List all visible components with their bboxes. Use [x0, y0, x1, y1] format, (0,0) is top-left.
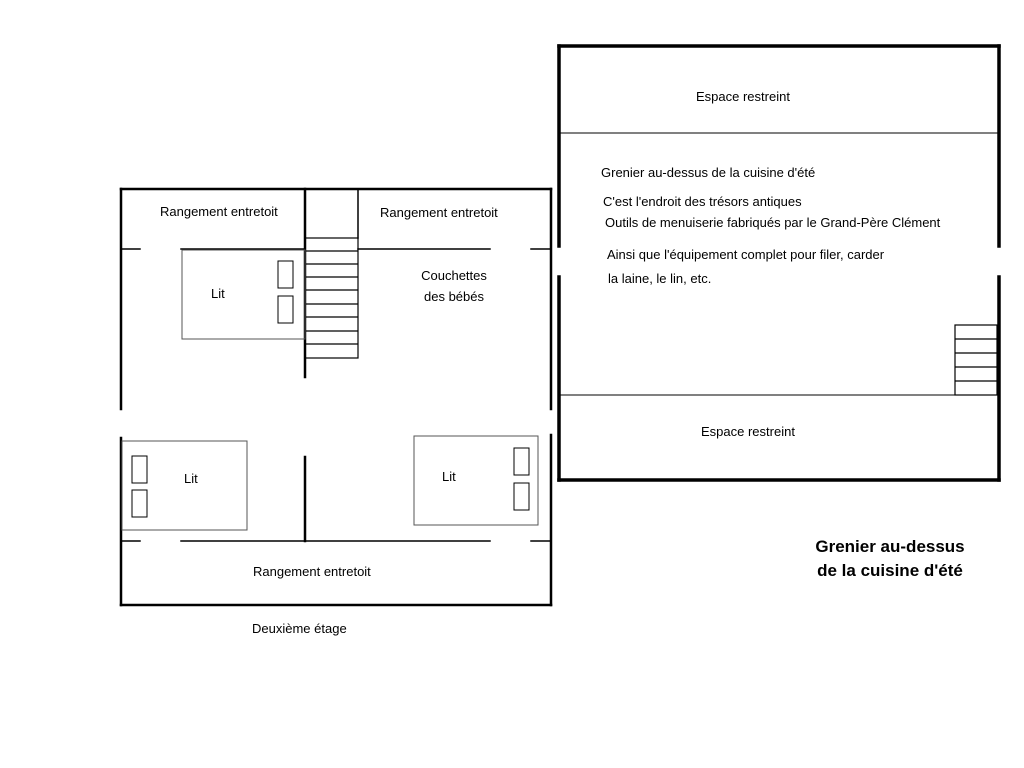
- attic-title: Grenier au-dessus de la cuisine d'été: [790, 535, 990, 583]
- bed-top-left-frame: [181, 249, 306, 340]
- attic-walls: [557, 44, 1001, 482]
- attic-stairs: [954, 324, 998, 396]
- storage-bottom-label: Rangement entretoit: [253, 564, 371, 579]
- bed-top-left-label: Lit: [211, 286, 225, 301]
- attic-title-line2: de la cuisine d'été: [817, 561, 963, 580]
- bed-bottom-left-frame: [121, 440, 248, 531]
- attic-note-5: la laine, le lin, etc.: [608, 271, 712, 286]
- second-floor-caption: Deuxième étage: [252, 621, 347, 636]
- bed-top-left-pillow: [277, 260, 294, 289]
- second-floor-beds: [121, 249, 539, 531]
- attic-title-line1: Grenier au-dessus: [815, 537, 965, 556]
- storage-top-left-label: Rangement entretoit: [160, 204, 278, 219]
- second-floor-stairs: [304, 237, 359, 359]
- attic-note-2: C'est l'endroit des trésors antiques: [603, 194, 802, 209]
- bed-bottom-right-label: Lit: [442, 469, 456, 484]
- bed-bottom-left-pillow: [131, 455, 148, 484]
- attic-restricted-bottom-label: Espace restreint: [701, 424, 795, 439]
- cribs-label: Couchettes des bébés: [404, 265, 504, 307]
- cribs-label-line1: Couchettes: [421, 268, 487, 283]
- attic-restricted-top-label: Espace restreint: [696, 89, 790, 104]
- attic-note-4: Ainsi que l'équipement complet pour file…: [607, 247, 885, 262]
- cribs-label-line2: des bébés: [424, 289, 484, 304]
- attic-note-3: Outils de menuiserie fabriqués par le Gr…: [605, 215, 941, 230]
- bed-bottom-right-frame: [413, 435, 539, 526]
- bed-bottom-right-pillow: [513, 447, 530, 476]
- bed-top-left-pillow: [277, 295, 294, 324]
- bed-bottom-left-pillow: [131, 489, 148, 518]
- storage-top-right-label: Rangement entretoit: [380, 205, 498, 220]
- bed-bottom-right-pillow: [513, 482, 530, 511]
- bed-bottom-left-label: Lit: [184, 471, 198, 486]
- attic-note-1: Grenier au-dessus de la cuisine d'été: [601, 165, 816, 180]
